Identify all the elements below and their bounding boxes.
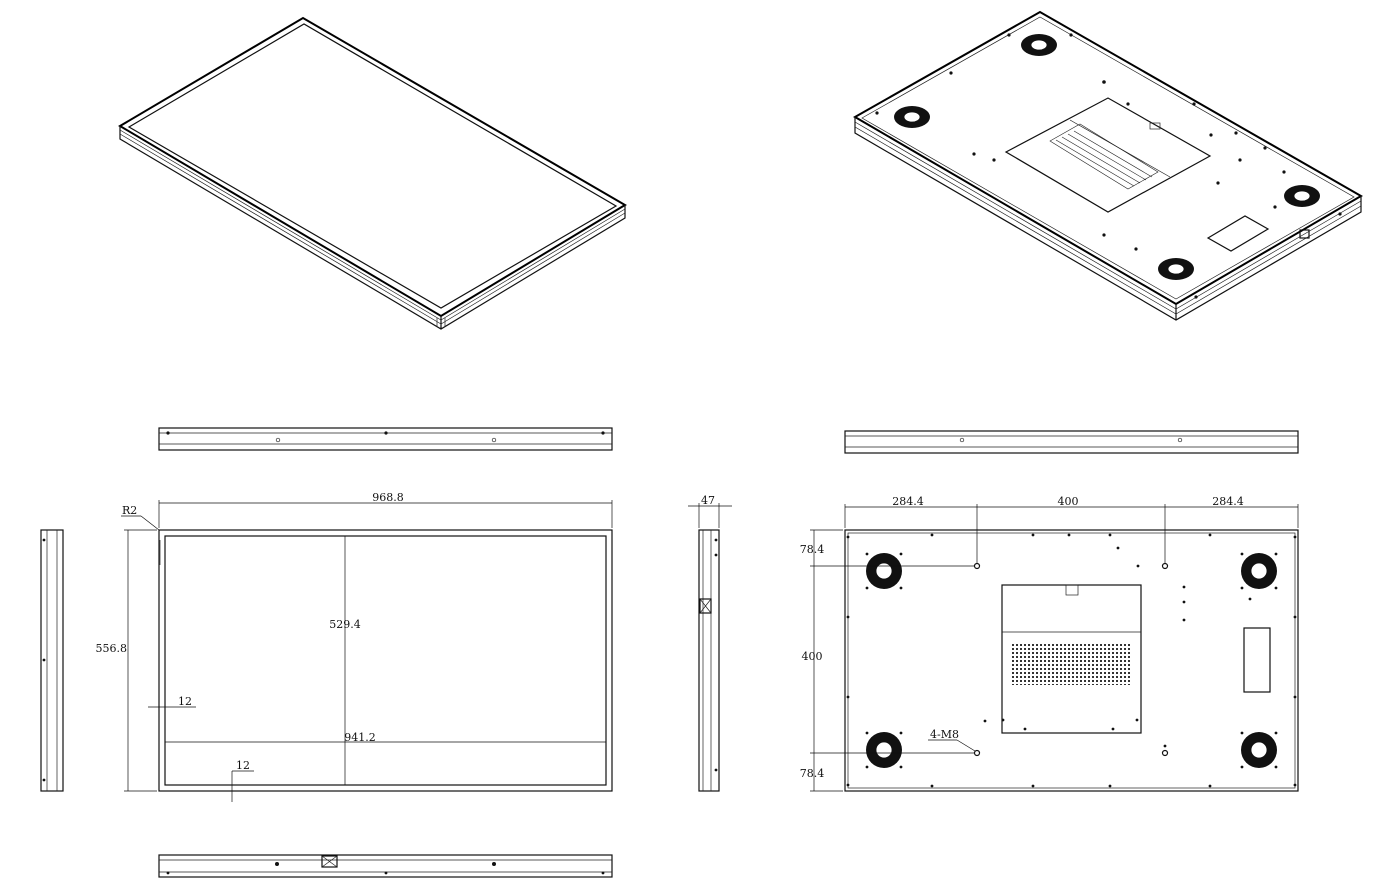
corner-radius-label: R2 [122,504,137,517]
rear-elevation: 284.4 400 284.4 78.4 400 78.4 4-M8 [800,495,1299,792]
vesa-top-label: 78.4 [800,543,825,556]
rear-fan-bottom-left [866,732,902,768]
rear-top-edge-view [844,430,1299,454]
bezel-side-label: 12 [178,695,192,708]
vesa-span-label: 400 [1058,495,1079,508]
mount-holes-label: 4-M8 [930,728,959,741]
bottom-edge-view [158,854,613,878]
rear-iso-fan-3 [1284,185,1320,207]
vesa-left-label: 284.4 [892,495,924,508]
rear-fan-top-left [866,553,902,589]
rear-iso-screws [875,33,1342,299]
right-side-profile: 47 [688,494,732,792]
vesa-right-label: 284.4 [1212,495,1244,508]
rear-fan-top-right [1241,553,1277,589]
rear-iso-vent [1049,123,1159,190]
left-side-profile [40,529,64,792]
rear-vent-grille [1012,644,1131,685]
rear-iso-fan-4 [1158,258,1194,280]
top-edge-view [158,427,613,451]
rear-fan-bottom-right [1241,732,1277,768]
front-width-label: 968.8 [372,491,404,504]
active-height-label: 529.4 [329,618,361,631]
bezel-bottom-label: 12 [236,759,250,772]
front-height-label: 556.8 [96,642,128,655]
rear-iso-fan-1 [1021,34,1057,56]
rear-perimeter-screws [846,533,1297,788]
rear-iso-fan-2 [894,106,930,128]
front-elevation: 968.8 R2 556.8 529.4 941.2 12 12 [96,491,613,802]
vesa-bottom-label: 78.4 [800,767,825,780]
active-width-label: 941.2 [344,731,376,744]
front-isometric-view [118,16,627,330]
depth-label: 47 [701,494,715,507]
rear-isometric-view [852,10,1363,321]
vesa-height-label: 400 [802,650,823,663]
